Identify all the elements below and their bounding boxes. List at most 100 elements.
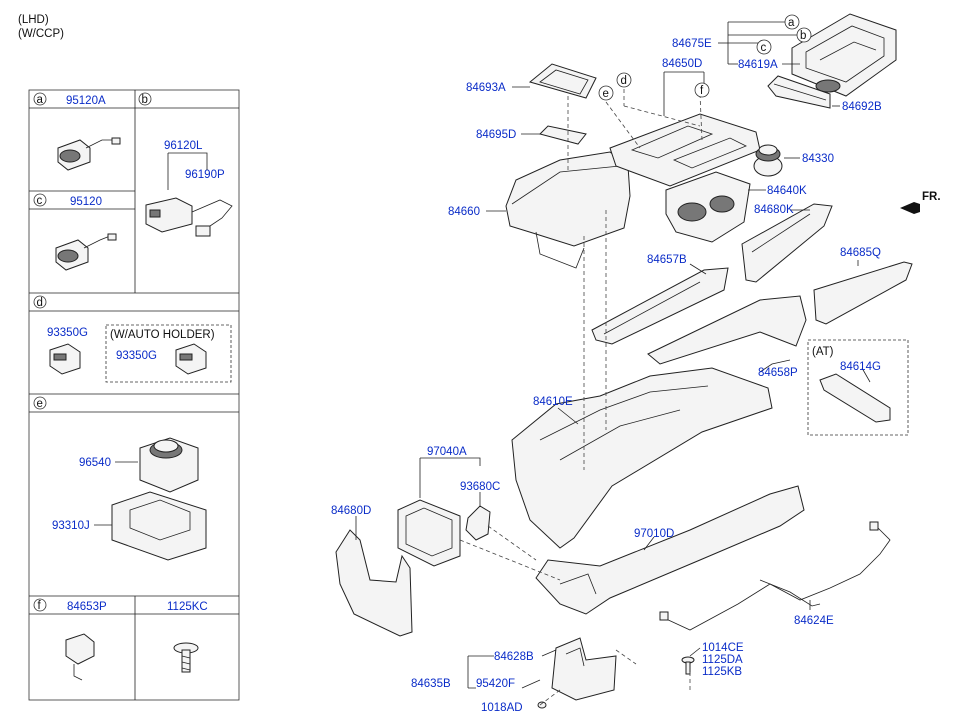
clip-icon [65, 633, 95, 681]
callout-c: c [756, 39, 772, 55]
label-84610E: 84610E [533, 396, 573, 408]
controller-bracket-icon [111, 491, 207, 561]
callout-d-letter: d [621, 75, 627, 87]
auto-holder-switch-icon [175, 343, 207, 375]
label-84685Q: 84685Q [840, 247, 881, 259]
direction-label: FR. [922, 191, 941, 203]
callout-f-letter: f [700, 85, 704, 97]
label-84624E: 84624E [794, 615, 834, 627]
label-84640K: 84640K [767, 185, 807, 197]
controller-knob-icon [139, 437, 199, 493]
part-84657B [591, 267, 729, 345]
switch-icon [49, 343, 81, 375]
front-direction: FR. [900, 191, 941, 214]
label-84628B: 84628B [494, 651, 534, 663]
legend-part-1125KC: 1125KC [167, 601, 208, 613]
label-1014CE: 1014CE [702, 642, 744, 654]
part-84624E [659, 521, 891, 631]
legend-part-93350G-alt: 93350G [116, 350, 157, 362]
part-93680C [465, 505, 491, 541]
callout-b-letter: b [800, 30, 806, 42]
part-84680K [741, 203, 833, 283]
label-84660: 84660 [448, 206, 480, 218]
legend-letter-d: d [37, 297, 43, 309]
callout-c-letter: c [761, 42, 767, 54]
legend-part-95120: 95120 [70, 196, 102, 208]
legend-part-96120L: 96120L [164, 140, 203, 152]
label-1125DA: 1125DA [702, 654, 743, 666]
label-84658P: 84658P [758, 367, 798, 379]
part-84692B [767, 75, 831, 109]
label-84695D: 84695D [476, 129, 516, 141]
legend-cell-b: b 96120L 96190P [138, 92, 233, 237]
usb-socket-icon [57, 137, 121, 171]
label-84635B: 84635B [411, 678, 451, 690]
part-84680D [335, 529, 413, 637]
power-socket-icon [55, 233, 117, 271]
legend-part-95120A: 95120A [66, 95, 106, 107]
part-84628B [551, 637, 617, 701]
part-84330 [753, 144, 783, 177]
legend-cell-e: e 96540 93310J [33, 396, 207, 561]
part-84693A [528, 63, 597, 99]
callout-a: a [784, 14, 800, 30]
bolt-1014CE [681, 656, 695, 675]
part-84695D [539, 125, 587, 145]
part-84610E [511, 367, 773, 549]
legend-letter-a: a [37, 94, 44, 106]
part-84658P [647, 295, 807, 365]
legend-letter-e: e [37, 398, 43, 410]
label-at: (AT) [812, 346, 834, 358]
legend-letter-f: f [38, 600, 42, 612]
part-97040A [397, 499, 461, 567]
legend-letter-b: b [142, 94, 148, 106]
legend-auto-holder-note: (W/AUTO HOLDER) [110, 329, 215, 341]
callout-e: e [598, 85, 614, 101]
header-wccp: (W/CCP) [18, 28, 64, 40]
legend-part-93350G: 93350G [47, 327, 88, 339]
label-1018AD: 1018AD [481, 702, 523, 714]
part-84685Q [813, 261, 913, 325]
legend-part-93310J: 93310J [52, 520, 90, 532]
aux-jack-module-icon [145, 197, 233, 237]
part-84614G [819, 373, 891, 423]
legend-cell-f: f 84653P [33, 598, 107, 681]
bolt-1018AD [537, 701, 547, 709]
legend-cell-d: d 93350G (W/AUTO HOLDER) 93350G [33, 295, 232, 383]
label-84650D: 84650D [662, 58, 702, 70]
part-84650D [609, 113, 761, 187]
legend-part-96540: 96540 [79, 457, 111, 469]
front-tray-assembly [791, 13, 897, 97]
guide-lines [459, 82, 703, 706]
part-84640K [665, 171, 751, 243]
legend-cell-g: 1125KC [167, 601, 208, 673]
part-97010D [535, 485, 805, 615]
label-84680D: 84680D [331, 505, 371, 517]
callout-f: f [694, 82, 710, 98]
label-84657B: 84657B [647, 254, 687, 266]
legend-cell-a: a 95120A [33, 92, 121, 171]
label-1125KB: 1125KB [702, 666, 742, 678]
callout-b: b [796, 27, 812, 43]
label-84692B: 84692B [842, 101, 882, 113]
label-84619A: 84619A [738, 59, 778, 71]
label-84614G: 84614G [840, 361, 881, 373]
legend-table [28, 89, 240, 701]
callout-d: d [616, 72, 632, 88]
legend-letter-c: c [37, 195, 43, 207]
legend-part-96190P: 96190P [185, 169, 225, 181]
leader-lines [355, 21, 871, 689]
at-detail-box [807, 339, 909, 436]
label-84693A: 84693A [466, 82, 506, 94]
label-93680C: 93680C [460, 481, 500, 493]
label-95420F: 95420F [476, 678, 515, 690]
part-84660 [505, 151, 631, 269]
arrow-left-icon [900, 202, 920, 214]
callout-a-letter: a [788, 17, 795, 29]
header-lhd: (LHD) [18, 14, 49, 26]
label-97010D: 97010D [634, 528, 674, 540]
callout-e-letter: e [603, 88, 609, 100]
label-97040A: 97040A [427, 446, 467, 458]
screw-icon [173, 642, 199, 673]
